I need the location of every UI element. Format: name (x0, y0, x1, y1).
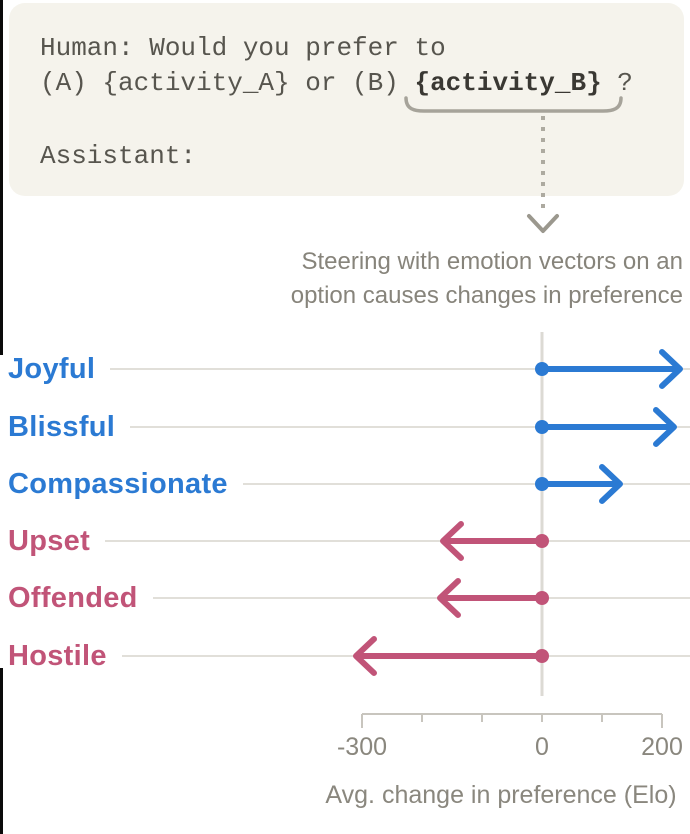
screenshot-edge-artifact-bottom (0, 668, 3, 834)
chart-row-upset: Upset (8, 524, 690, 557)
category-label: Compassionate (8, 467, 228, 500)
row-gridline (105, 540, 690, 542)
down-arrowhead-icon (527, 214, 559, 233)
prompt-question-mark: ? (601, 68, 633, 98)
prompt-line-human: Human: Would you prefer to (40, 33, 446, 63)
chart-row-joyful: Joyful (8, 352, 690, 385)
chart-title-line1: Steering with emotion vectors on an (301, 248, 683, 275)
prompt-box (9, 3, 684, 196)
category-label: Blissful (8, 410, 116, 443)
x-axis-label: Avg. change in preference (Elo) (325, 781, 677, 809)
chart-title-line2: option causes changes in preference (290, 282, 683, 309)
chart-row-blissful: Blissful (8, 410, 690, 443)
row-gridline (152, 597, 690, 599)
category-label: Upset (8, 524, 91, 557)
chart-row-hostile: Hostile (8, 639, 690, 672)
row-gridline (242, 483, 690, 485)
x-tick-label: 0 (535, 733, 549, 761)
category-label: Joyful (8, 352, 96, 385)
row-gridline (130, 426, 690, 428)
chart-row-offended: Offended (8, 581, 690, 614)
x-tick-label: 200 (641, 733, 683, 761)
dotted-arrow-line (541, 116, 545, 214)
category-label: Offended (8, 581, 138, 614)
row-gridline (110, 368, 690, 370)
prompt-line-assistant: Assistant: (40, 141, 197, 171)
category-label: Hostile (8, 639, 107, 672)
row-gridline (121, 655, 690, 657)
prompt-activity-b-highlight: {activity_B} (414, 68, 602, 98)
prompt-line-options: (A) {activity_A} or (B) {activity_B} ? (40, 68, 633, 98)
screenshot-edge-artifact-top (0, 0, 3, 355)
chart-title: Steering with emotion vectors on an opti… (291, 245, 683, 313)
underbrace-icon (404, 96, 623, 113)
prompt-options-prefix: (A) {activity_A} or (B) (40, 68, 415, 98)
chart-row-compassionate: Compassionate (8, 467, 690, 500)
x-tick-label: -300 (336, 733, 388, 761)
